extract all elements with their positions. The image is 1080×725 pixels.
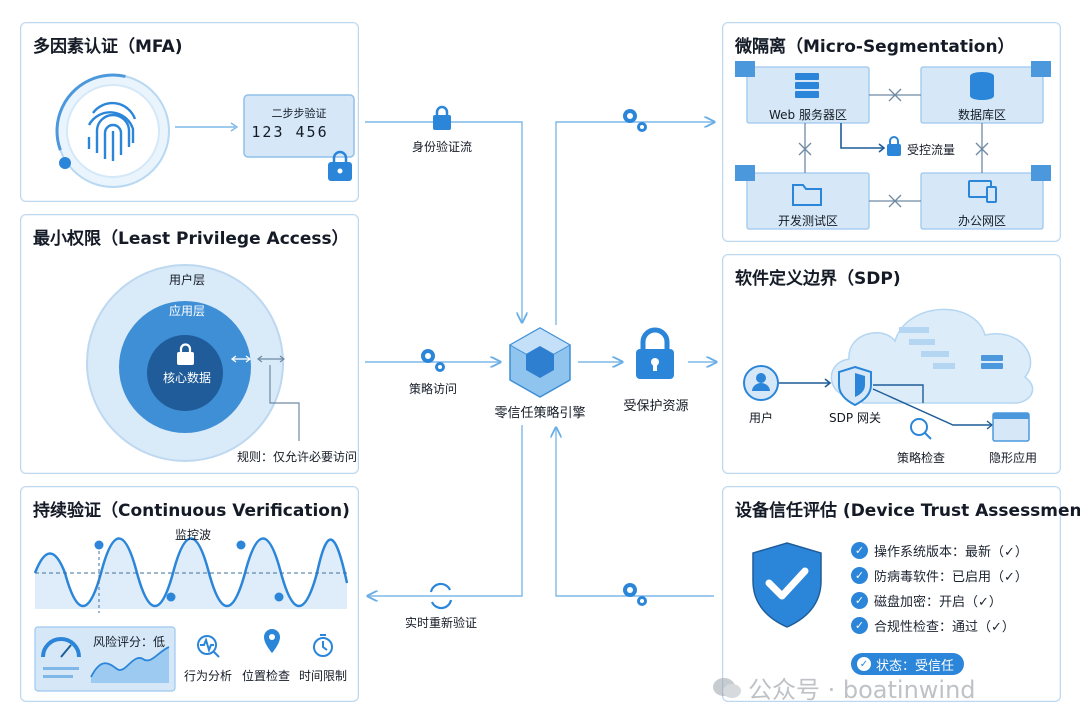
monitor-wave-label: 监控波 bbox=[174, 528, 212, 542]
policy-check-icon bbox=[910, 418, 932, 440]
check-row-compliance: ✓ 合规性检查：通过（✓） bbox=[851, 616, 1015, 635]
core-lock-icon bbox=[177, 343, 194, 365]
sdp-panel: 软件定义边界（SDP) 用户 SDP 网关 策略检查 隐形应用 bbox=[722, 254, 1061, 474]
office-zone-label: 办公网区 bbox=[957, 214, 1007, 228]
behavior-analysis-label: 行为分析 bbox=[183, 669, 233, 683]
trust-status-text: 状态：受信任 bbox=[876, 658, 955, 674]
sdp-title: 软件定义边界（SDP) bbox=[735, 269, 901, 289]
check-icon: ✓ bbox=[851, 592, 868, 609]
user-icon bbox=[743, 365, 779, 401]
app-layer-label: 应用层 bbox=[168, 304, 206, 318]
realtime-reverify-label: 实时重新验证 bbox=[404, 616, 478, 630]
controlled-traffic-lock-icon bbox=[887, 136, 901, 156]
firewall-icons bbox=[735, 61, 1051, 181]
sdp-gateway-label: SDP 网关 bbox=[829, 411, 881, 425]
trust-status-badge: ✓ 状态：受信任 bbox=[851, 653, 965, 675]
mfa-panel: 多因素认证（MFA) 二步步验证 123 456 bbox=[20, 22, 359, 202]
identity-flow-label: 身份验证流 bbox=[411, 140, 473, 154]
blocked-links bbox=[798, 88, 989, 208]
check-os-text: 操作系统版本：最新（✓） bbox=[874, 545, 1028, 560]
privilege-rings bbox=[86, 264, 300, 462]
database-icon bbox=[970, 72, 994, 100]
web-zone-label: Web 服务器区 bbox=[769, 108, 847, 122]
server-icon bbox=[795, 73, 819, 98]
mfa-lock-icon bbox=[328, 150, 352, 181]
status-check-icon: ✓ bbox=[857, 657, 871, 671]
controlled-traffic-label: 受控流量 bbox=[907, 143, 956, 157]
hidden-app-icon bbox=[992, 412, 1030, 442]
dev-zone-label: 开发测试区 bbox=[777, 214, 839, 228]
user-layer-label: 用户层 bbox=[168, 273, 206, 287]
check-icon: ✓ bbox=[851, 617, 868, 634]
mfa-graphic bbox=[55, 73, 355, 189]
sdp-user-label: 用户 bbox=[748, 411, 774, 425]
continuous-title: 持续验证（Continuous Verification) bbox=[33, 501, 350, 521]
check-encryption-text: 磁盘加密：开启（✓） bbox=[874, 595, 1002, 610]
location-pin-icon bbox=[264, 629, 280, 653]
policy-engine-icon bbox=[508, 327, 572, 398]
identity-lock-icon bbox=[433, 105, 451, 130]
policy-check-label: 策略检查 bbox=[896, 451, 946, 465]
check-icon: ✓ bbox=[851, 542, 868, 559]
timer-icon bbox=[313, 634, 333, 657]
watermark-text: 公众号 · boatinwind bbox=[748, 676, 976, 704]
watermark: 公众号 · boatinwind bbox=[712, 670, 976, 705]
device-gear-icon bbox=[623, 583, 647, 606]
risk-score-label: 风险评分：低 bbox=[93, 635, 166, 649]
policy-access-gear-icon bbox=[421, 349, 445, 372]
microseg-title: 微隔离（Micro-Segmentation） bbox=[735, 37, 1015, 57]
check-icon: ✓ bbox=[851, 567, 868, 584]
devices-icon bbox=[968, 180, 997, 203]
risk-gauge-icon bbox=[41, 637, 81, 678]
access-arrows bbox=[230, 355, 252, 363]
device-trust-title: 设备信任评估 (Device Trust Assessment) bbox=[735, 501, 1080, 521]
hidden-server-icon bbox=[981, 355, 1003, 369]
microseg-panel: 微隔离（Micro-Segmentation） bbox=[722, 22, 1061, 242]
least-privilege-panel: 最小权限（Least Privilege Access） 用户层 应用层 核心数… bbox=[20, 214, 359, 474]
time-limit-label: 时间限制 bbox=[298, 669, 348, 683]
microseg-gear-icon bbox=[623, 109, 647, 132]
sdp-gateway-shield-icon bbox=[838, 365, 872, 407]
policy-engine-label: 零信任策略引擎 bbox=[494, 406, 586, 421]
check-compliance-text: 合规性检查：通过（✓） bbox=[874, 620, 1015, 635]
wechat-icon bbox=[713, 677, 741, 698]
device-check-list: ✓操作系统版本：最新（✓） ✓防病毒软件：已启用（✓） ✓磁盘加密：开启（✓） … bbox=[851, 541, 1056, 651]
microseg-graphic bbox=[735, 61, 1051, 230]
policy-access-label: 策略访问 bbox=[408, 382, 458, 396]
least-privilege-title: 最小权限（Least Privilege Access） bbox=[33, 229, 349, 249]
mfa-code: 123 456 bbox=[251, 123, 329, 141]
folder-icon bbox=[792, 184, 822, 206]
monitor-wave-chart bbox=[33, 537, 349, 692]
location-check-label: 位置检查 bbox=[241, 669, 291, 683]
sdp-graphic bbox=[743, 308, 1034, 442]
behavior-analysis-icon bbox=[197, 635, 220, 658]
continuous-panel: 持续验证（Continuous Verification) 监控波 风险评分： bbox=[20, 486, 359, 702]
rule-label: 规则：仅允许必要访问 bbox=[237, 450, 358, 464]
check-row-antivirus: ✓ 防病毒软件：已启用（✓） bbox=[851, 566, 1028, 585]
device-trust-panel: 设备信任评估 (Device Trust Assessment) ✓ 操作系统版本… bbox=[722, 486, 1080, 702]
check-row-encryption: ✓ 磁盘加密：开启（✓） bbox=[851, 591, 1002, 610]
check-row-os: ✓ 操作系统版本：最新（✓） bbox=[851, 541, 1028, 560]
hidden-app-label: 隐形应用 bbox=[988, 451, 1038, 465]
mfa-card-title: 二步步验证 bbox=[271, 107, 327, 120]
trusted-shield-icon bbox=[752, 542, 822, 628]
mfa-title: 多因素认证（MFA) bbox=[33, 37, 183, 57]
protected-resource-label: 受保护资源 bbox=[623, 399, 689, 414]
core-data-label: 核心数据 bbox=[162, 371, 212, 385]
refresh-icon bbox=[429, 582, 453, 610]
protected-resource-lock-icon bbox=[636, 327, 674, 379]
check-antivirus-text: 防病毒软件：已启用（✓） bbox=[874, 570, 1028, 585]
fingerprint-icon bbox=[87, 101, 137, 161]
db-zone-label: 数据库区 bbox=[957, 108, 1007, 122]
